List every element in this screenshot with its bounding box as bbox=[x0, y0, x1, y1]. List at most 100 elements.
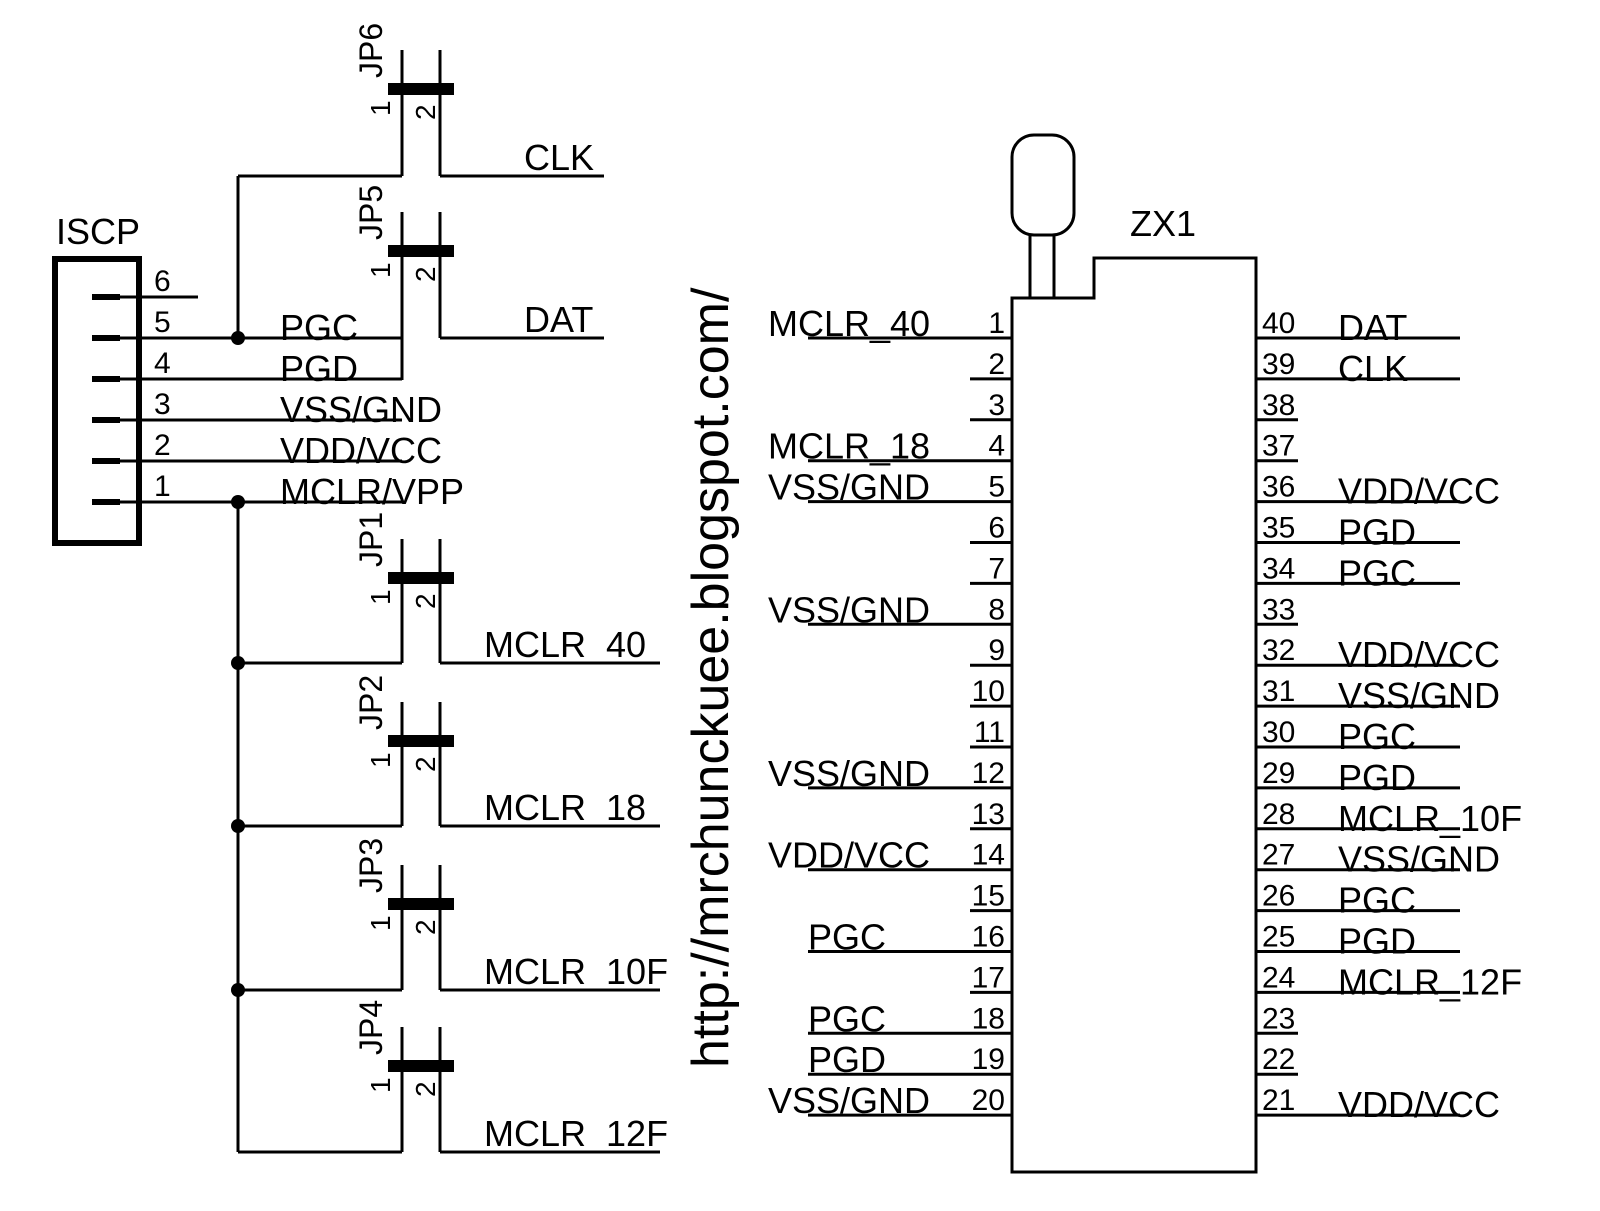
socket-pin-12: 12 VSS/GND bbox=[768, 753, 1012, 794]
socket-pin-6: 6 bbox=[970, 512, 1012, 545]
socket-net-label: VSS/GND bbox=[1338, 675, 1500, 716]
socket-pin-17: 17 bbox=[970, 961, 1012, 994]
jumper-pin-2-number: 2 bbox=[410, 756, 441, 772]
socket-net-label: MCLR_10F bbox=[1338, 798, 1522, 839]
socket-body bbox=[1010, 256, 1258, 1174]
socket-pin-number: 4 bbox=[988, 430, 1005, 463]
socket-pin-number: 40 bbox=[1262, 307, 1295, 340]
socket-pin-number: 39 bbox=[1262, 348, 1295, 381]
iscp-pin-number: 5 bbox=[154, 306, 171, 339]
socket-pin-number: 35 bbox=[1262, 512, 1295, 545]
iscp-pin-label: PGD bbox=[280, 348, 358, 389]
jumper-pin-2-number: 2 bbox=[410, 266, 441, 282]
socket-pin-number: 12 bbox=[972, 757, 1005, 790]
iscp-pin-number: 1 bbox=[154, 470, 171, 503]
socket-pin-number: 1 bbox=[988, 307, 1005, 340]
jumper-net-label: MCLR_10F bbox=[484, 951, 668, 992]
socket-net-label: PGC bbox=[808, 917, 886, 958]
jumper-pin-1-number: 1 bbox=[365, 100, 396, 116]
jumper-name: JP3 bbox=[353, 838, 389, 893]
socket-pin-40: 40 DAT bbox=[1256, 307, 1460, 348]
socket-pin-number: 10 bbox=[972, 675, 1005, 708]
socket-pin-number: 33 bbox=[1262, 593, 1295, 626]
socket-pin-2: 2 bbox=[970, 348, 1012, 381]
socket-net-label: VSS/GND bbox=[768, 1080, 930, 1121]
jumper-net-label: CLK bbox=[524, 137, 594, 178]
socket-pin-22: 22 bbox=[1256, 1043, 1298, 1076]
iscp-pin-number: 6 bbox=[154, 265, 171, 298]
socket-pin-11: 11 bbox=[970, 716, 1012, 749]
jumper-pin-2-number: 2 bbox=[410, 919, 441, 935]
iscp-pin-label: VDD/VCC bbox=[280, 430, 442, 471]
socket-net-label: PGC bbox=[1338, 552, 1416, 593]
socket-pin-number: 13 bbox=[972, 798, 1005, 831]
iscp-pin-label: MCLR/VPP bbox=[280, 471, 464, 512]
socket-pin-35: 35 PGD bbox=[1256, 512, 1460, 553]
socket-net-label: VSS/GND bbox=[1338, 839, 1500, 880]
socket-net-label: PGD bbox=[1338, 757, 1416, 798]
socket-pin-38: 38 bbox=[1256, 389, 1298, 422]
socket-net-label: PGC bbox=[1338, 716, 1416, 757]
socket-pin-number: 16 bbox=[972, 921, 1005, 954]
socket-pin-9: 9 bbox=[970, 634, 1012, 667]
socket-pin-number: 28 bbox=[1262, 798, 1295, 831]
socket-pin-number: 3 bbox=[988, 389, 1005, 422]
socket-pin-number: 23 bbox=[1262, 1002, 1295, 1035]
socket-pin-number: 17 bbox=[972, 961, 1005, 994]
socket-net-label: VDD/VCC bbox=[1338, 1084, 1500, 1125]
jumper-shunt bbox=[388, 572, 454, 584]
socket-net-label: MCLR_12F bbox=[1338, 961, 1522, 1002]
socket-pin-30: 30 PGC bbox=[1256, 716, 1460, 757]
socket-pin-28: 28 MCLR_10F bbox=[1256, 798, 1522, 839]
jumper-pin-1-number: 1 bbox=[365, 1077, 396, 1093]
socket-pin-number: 7 bbox=[988, 552, 1005, 585]
socket-pin-37: 37 bbox=[1256, 430, 1298, 463]
socket-net-label: PGD bbox=[1338, 512, 1416, 553]
jumper-pin-2-number: 2 bbox=[410, 1081, 441, 1097]
jumper-shunt bbox=[388, 735, 454, 747]
socket-pin-23: 23 bbox=[1256, 1002, 1298, 1035]
socket-lever-handle bbox=[1010, 133, 1076, 237]
socket-pin-number: 15 bbox=[972, 880, 1005, 913]
socket-net-label: MCLR_18 bbox=[768, 426, 930, 467]
iscp-pin-number: 2 bbox=[154, 429, 171, 462]
socket-net-label: VSS/GND bbox=[768, 753, 930, 794]
socket-pin-3: 3 bbox=[970, 389, 1012, 422]
socket-pin-number: 19 bbox=[972, 1043, 1005, 1076]
jumper-net-label: MCLR_18 bbox=[484, 787, 646, 828]
socket-pin-number: 11 bbox=[974, 716, 1005, 749]
jumper-pin-1-number: 1 bbox=[365, 262, 396, 278]
jumper-pin-1-number: 1 bbox=[365, 752, 396, 768]
jumper-net-label: DAT bbox=[524, 299, 593, 340]
socket-pin-number: 37 bbox=[1262, 430, 1295, 463]
socket-pin-number: 30 bbox=[1262, 716, 1295, 749]
jumper-pin-1-number: 1 bbox=[365, 915, 396, 931]
socket-pin-number: 9 bbox=[988, 634, 1005, 667]
socket-net-label: PGC bbox=[1338, 880, 1416, 921]
jumper-net-label: MCLR_12F bbox=[484, 1113, 668, 1154]
jumper-name: JP5 bbox=[353, 185, 389, 240]
jumper-name: JP2 bbox=[353, 675, 389, 730]
socket-net-label: DAT bbox=[1338, 307, 1407, 348]
socket-pin-number: 25 bbox=[1262, 921, 1295, 954]
iscp-pin-label: PGC bbox=[280, 307, 358, 348]
socket-pin-10: 10 bbox=[970, 675, 1012, 708]
socket-net-label: PGC bbox=[808, 998, 886, 1039]
socket-title: ZX1 bbox=[1130, 203, 1196, 244]
jumper-net-label: MCLR_40 bbox=[484, 624, 646, 665]
socket-pin-16: 16 PGC bbox=[808, 917, 1012, 958]
